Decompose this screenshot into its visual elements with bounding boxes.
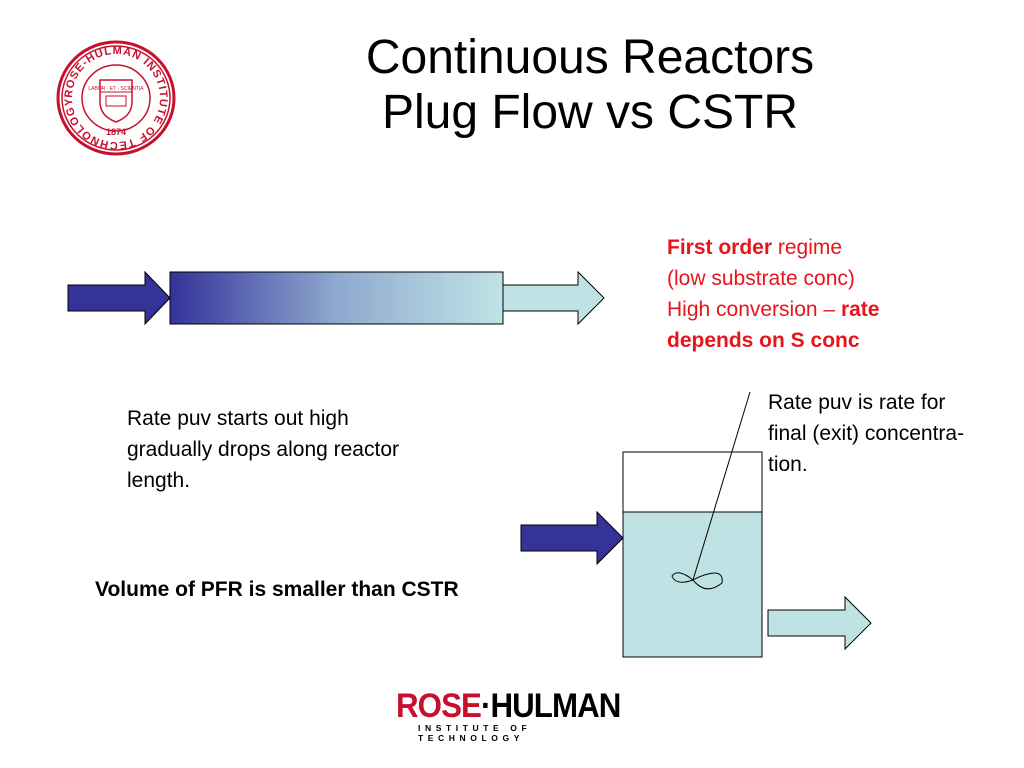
cstr-liquid [622,511,763,658]
logo-dash: · [480,687,491,725]
low-substrate-label: (low substrate conc) [667,267,855,290]
pfr-tube [169,271,504,325]
pfr-rate-note: Rate puv starts out high gradually drops… [127,403,487,496]
cstr-note-line-3: tion. [768,453,808,476]
footer-logo: ROSE·HULMAN INSTITUTE OF TECHNOLOGY [396,687,636,743]
stirrer-shaft [692,391,751,581]
first-order-note: First order regime (low substrate conc) … [667,232,1007,356]
logo-rose: ROSE [396,687,482,725]
rate-label: rate [840,298,880,321]
cstr-note-line-1: Rate puv is rate for [768,391,946,414]
stirrer-blade-icon [671,572,723,590]
pfr-note-line-2: gradually drops along reactor [127,438,399,461]
cstr-outlet-arrow [767,595,872,651]
cstr-inlet-arrow [520,510,624,566]
pfr-note-line-3: length. [127,469,191,492]
conclusion-text: Volume of PFR is smaller than CSTR [95,578,459,601]
pfr-inlet-arrow [67,270,171,326]
title-line-2: Plug Flow vs CSTR [381,86,799,139]
seal-motto: LABOR · ET · SCIENTIA [88,86,144,92]
first-order-label: First order [667,236,773,259]
seal-year: 1874 [106,127,126,137]
cstr-rate-note: Rate puv is rate for final (exit) concen… [768,387,1018,480]
seal-logo: ROSE-HULMAN INSTITUTE OF TECHNOLOGY LABO… [56,40,176,156]
depends-label: depends on S conc [667,329,860,352]
page-title: Continuous Reactors Plug Flow vs CSTR [230,30,950,140]
regime-label: regime [772,236,843,259]
cstr-note-line-2: final (exit) concentra- [768,422,965,445]
logo-hulman: HULMAN [490,687,621,725]
logo-subtitle: INSTITUTE OF TECHNOLOGY [418,723,532,743]
pfr-note-line-1: Rate puv starts out high [127,407,349,430]
title-line-1: Continuous Reactors [365,31,815,84]
high-conversion-label: High conversion – [667,298,841,321]
pfr-outlet-arrow [502,270,605,326]
